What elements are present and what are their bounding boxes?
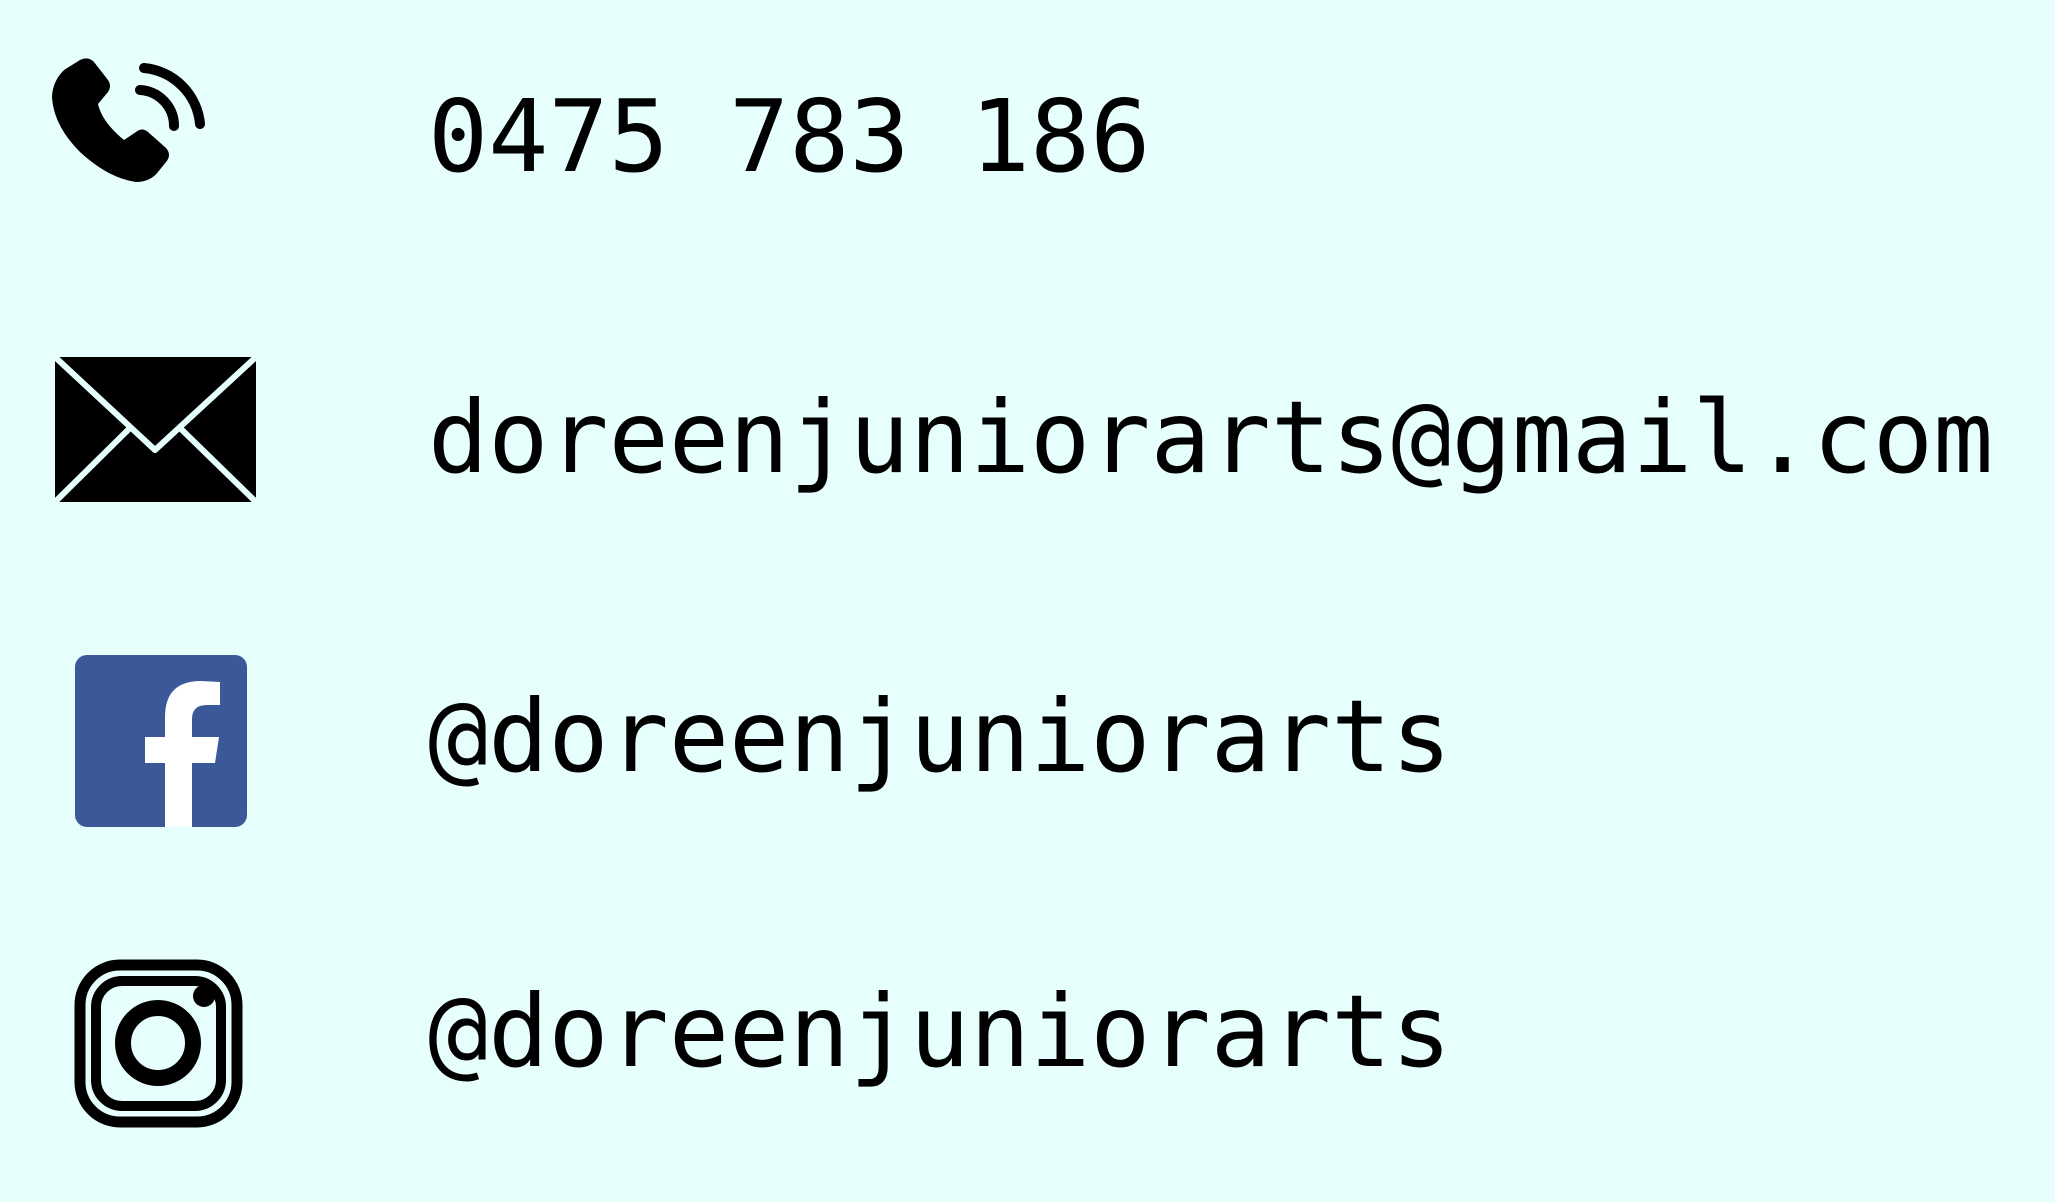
phone-number[interactable]: 0475 783 186 [428,78,1151,195]
instagram-handle[interactable]: @doreenjuniorarts [428,973,1452,1090]
envelope-icon [53,355,258,505]
contact-row-instagram: @doreenjuniorarts [0,935,2055,1135]
contact-row-facebook: @doreenjuniorarts [0,640,2055,840]
facebook-handle[interactable]: @doreenjuniorarts [428,678,1452,795]
instagram-icon [74,959,243,1128]
email-address[interactable]: doreenjuniorarts@gmail.com [428,379,1994,496]
phone-icon [52,58,205,182]
contact-row-phone: 0475 783 186 [0,40,2055,240]
facebook-icon [75,655,247,827]
contact-row-email: doreenjuniorarts@gmail.com [0,340,2055,540]
